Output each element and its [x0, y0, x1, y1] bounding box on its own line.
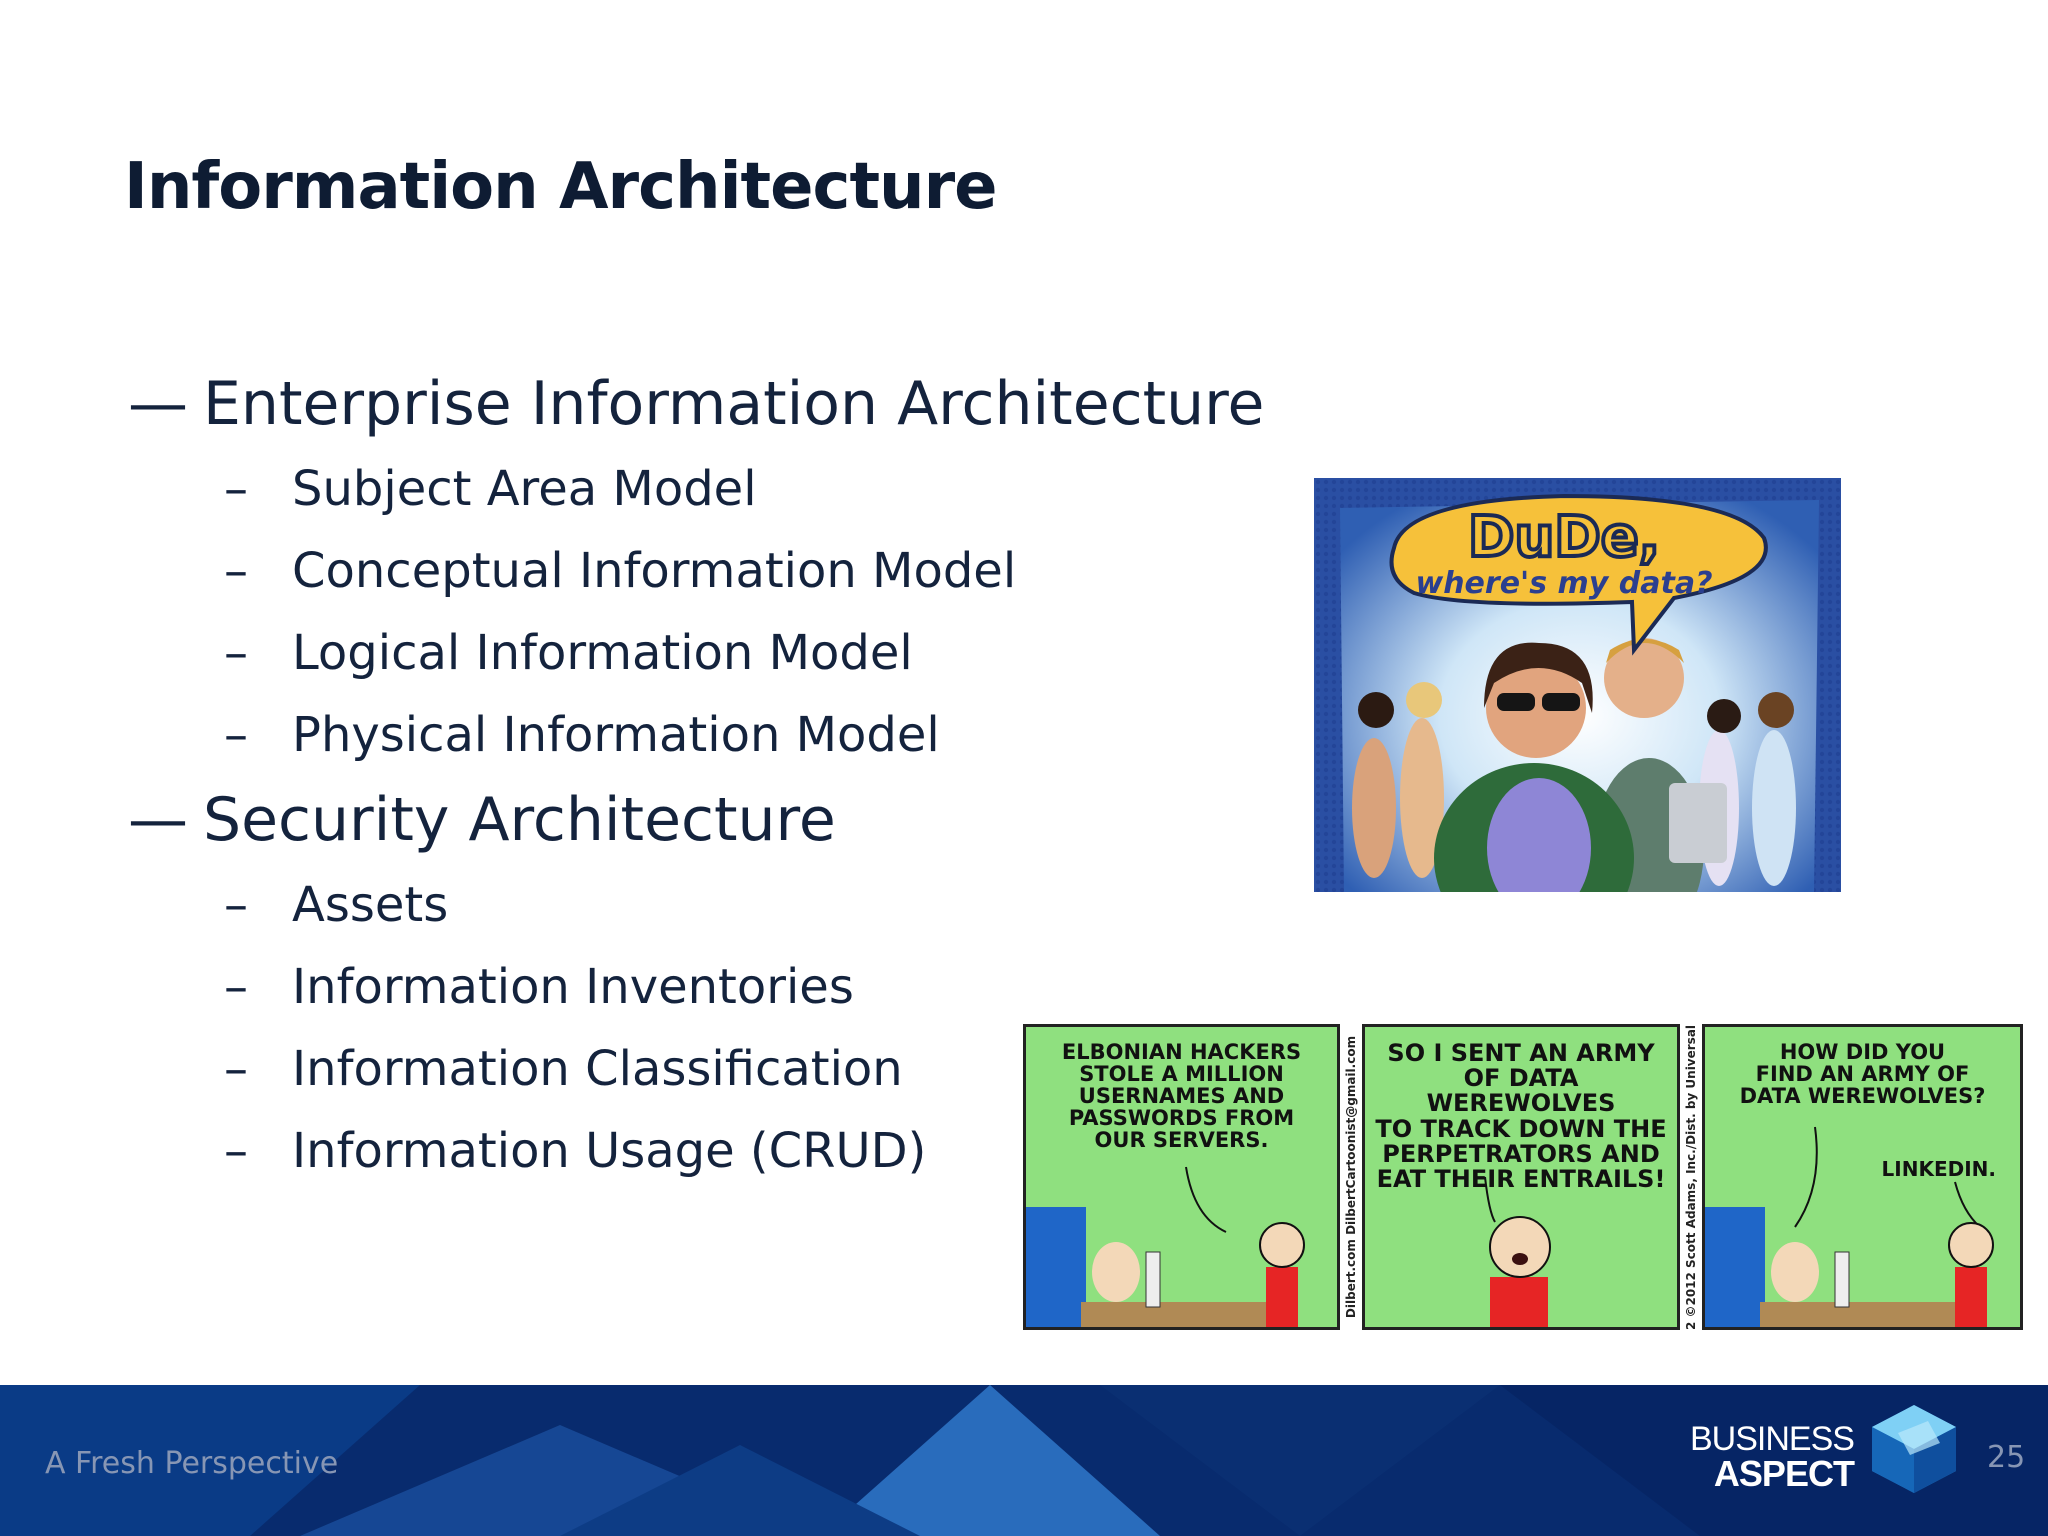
page-number: 25	[1987, 1440, 2026, 1475]
poster-headline: DuDe,	[1468, 505, 1660, 570]
sub-bullet: –Information Usage (CRUD)	[224, 1123, 927, 1179]
sub-bullet: –Subject Area Model	[224, 461, 757, 517]
movie-poster-image: DuDe, where's my data?	[1314, 478, 1841, 892]
slide-title: Information Architecture	[124, 150, 998, 224]
cube-logo-icon	[1872, 1405, 1956, 1493]
footer-tagline: A Fresh Perspective	[45, 1446, 339, 1481]
sub-bullet: –Information Classification	[224, 1041, 903, 1097]
footer-band	[0, 1385, 2048, 1536]
sub-bullet: –Physical Information Model	[224, 707, 940, 763]
sub-bullet: –Conceptual Information Model	[224, 543, 1017, 599]
company-logo-text: BUSINESS ASPECT	[1690, 1420, 1855, 1494]
comic-reply: LINKEDIN.	[1881, 1157, 1996, 1181]
sub-bullet: –Information Inventories	[224, 959, 854, 1015]
bullet-enterprise-architecture: —Enterprise Information Architecture	[128, 369, 1265, 439]
sub-bullet: –Assets	[224, 877, 449, 933]
comic-credit-right: 8-23-12 ©2012 Scott Adams, Inc./Dist. by…	[1684, 1024, 1698, 1330]
sub-bullet: –Logical Information Model	[224, 625, 913, 681]
bullet-security-architecture: —Security Architecture	[128, 785, 836, 855]
comic-credit-left: Dilbert.com DilbertCartoonist@gmail.com	[1344, 1035, 1358, 1319]
poster-subline: where's my data?	[1415, 566, 1712, 601]
bullet-list: —Enterprise Information Architecture –Su…	[128, 362, 1264, 1192]
